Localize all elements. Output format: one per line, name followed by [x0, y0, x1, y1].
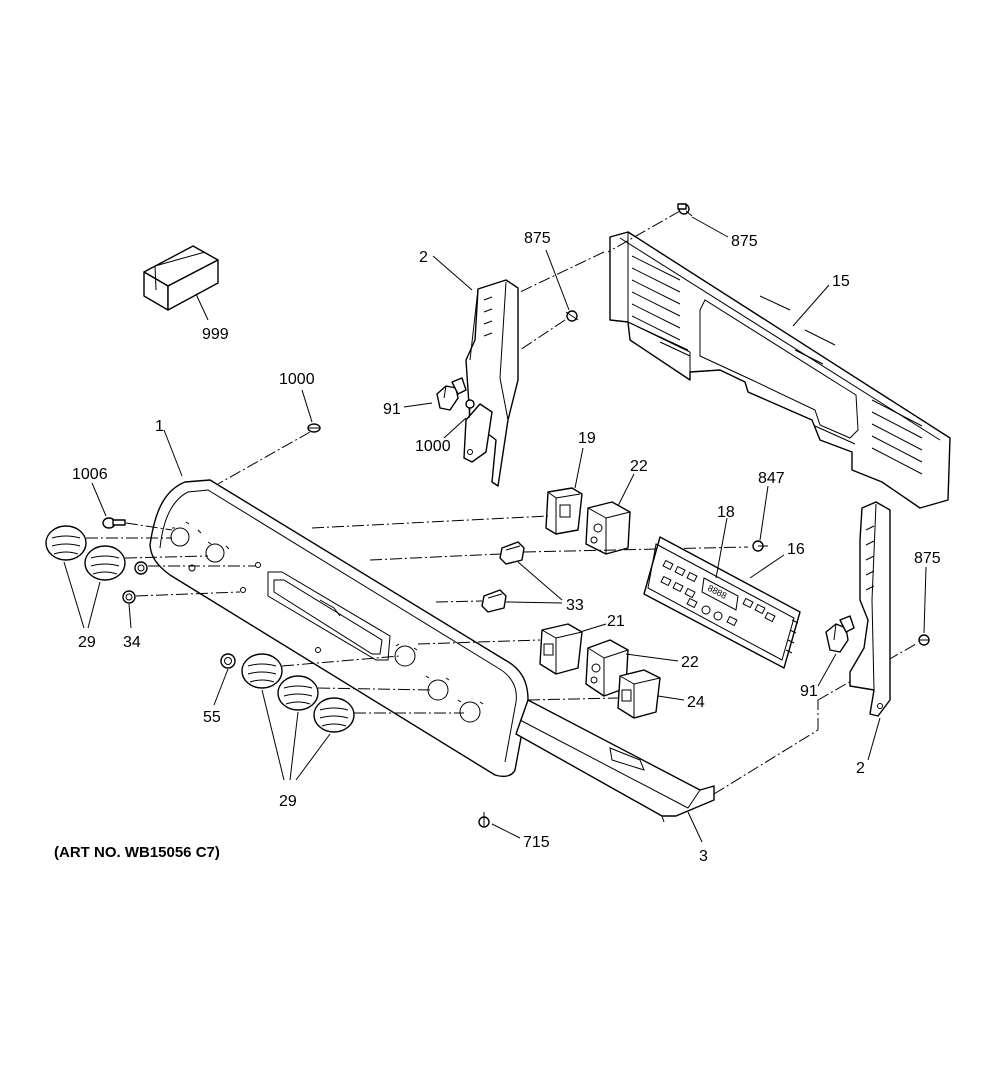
callout-91-bottom: 91 [800, 683, 818, 700]
part-29-knob-lower-1 [241, 653, 283, 689]
callout-22-lower: 22 [681, 654, 699, 671]
part-1000-screw-b [465, 399, 475, 419]
part-29-knob-lower-2 [277, 675, 319, 711]
callout-24: 24 [687, 694, 705, 711]
callout-29-lower: 29 [279, 793, 297, 810]
part-15-backguard [609, 231, 951, 509]
part-small-spring [134, 561, 148, 575]
callout-2-bottom: 2 [856, 760, 865, 777]
callout-21: 21 [607, 613, 625, 630]
callout-22-upper: 22 [630, 458, 648, 475]
part-2-endcap-right [849, 501, 891, 717]
part-875-screw-mid [565, 310, 579, 322]
part-999-box [143, 245, 219, 321]
part-33-rocker-lower [481, 589, 507, 613]
part-34-grommet [122, 590, 136, 604]
part-33-rocker-upper [499, 541, 525, 565]
callout-16: 16 [787, 541, 805, 558]
part-91-clip-top [436, 377, 467, 411]
part-29-knob-left-2 [84, 545, 126, 581]
callout-999: 999 [202, 326, 229, 343]
callout-34: 34 [123, 634, 141, 651]
callout-18: 18 [717, 504, 735, 521]
callout-3: 3 [699, 848, 708, 865]
callout-847: 847 [758, 470, 785, 487]
callout-875-mid: 875 [524, 230, 551, 247]
part-3-trim [515, 699, 715, 823]
part-1006-screw [102, 517, 126, 529]
part-21-switch [539, 623, 583, 675]
callout-875-top-right: 875 [731, 233, 758, 250]
callout-1000-upper: 1000 [279, 371, 315, 388]
part-1000-screw-a [307, 423, 321, 433]
callout-875-right: 875 [914, 550, 941, 567]
callout-91-top: 91 [383, 401, 401, 418]
callout-55: 55 [203, 709, 221, 726]
part-1-control-panel [149, 479, 529, 778]
callout-29-left: 29 [78, 634, 96, 651]
callout-1006: 1006 [72, 466, 108, 483]
callout-33: 33 [566, 597, 584, 614]
part-22-switch-lower [585, 639, 629, 697]
part-19-switch [545, 487, 583, 535]
part-29-knob-left-1 [45, 525, 87, 561]
art-number: (ART NO. WB15056 C7) [54, 844, 220, 861]
part-29-knob-lower-3 [313, 697, 355, 733]
part-24-switch [617, 669, 661, 719]
callout-1: 1 [155, 418, 164, 435]
part-847-screw [752, 540, 768, 552]
callout-1000-lower: 1000 [415, 438, 451, 455]
part-875-screw-right [918, 634, 930, 646]
callout-15: 15 [832, 273, 850, 290]
callout-715: 715 [523, 834, 550, 851]
part-91-clip-bottom [825, 615, 855, 653]
part-2-endcap-left [463, 279, 519, 487]
part-22-switch-upper [585, 501, 631, 555]
callout-2-top: 2 [419, 249, 428, 266]
part-875-screw-top [677, 203, 693, 217]
callout-19: 19 [578, 430, 596, 447]
part-55-nut [220, 653, 236, 669]
part-715-screw [478, 812, 490, 828]
